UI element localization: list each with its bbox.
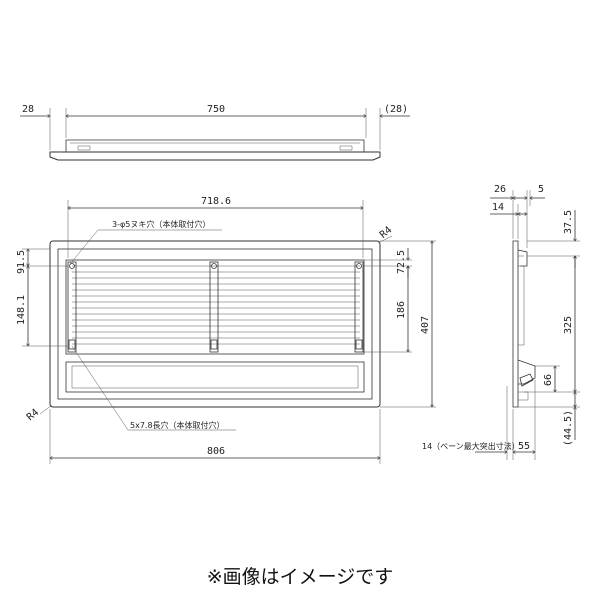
top-view: 28 750 (28) xyxy=(20,104,410,161)
front-dim-inner-width: 718.6 xyxy=(201,196,231,207)
front-dim-total-width: 806 xyxy=(207,446,225,457)
front-dim-height: 407 xyxy=(420,316,431,334)
side-dim-37-5: 37.5 xyxy=(563,210,574,234)
side-dim-14-note: 14（ベーン最大突出寸法） xyxy=(422,441,520,451)
image-caption: ※画像はイメージです xyxy=(206,566,394,588)
top-dim-width: 750 xyxy=(207,104,225,115)
louver-slats xyxy=(72,265,360,345)
side-dim-325: 325 xyxy=(563,316,574,334)
side-dim-66: 66 xyxy=(543,374,554,386)
side-dim-44-5: (44.5) xyxy=(563,410,574,446)
side-view: 26 5 14 37.5 325 66 (44.5) 14（ベーン最大突出寸法）… xyxy=(422,184,580,460)
front-dim-left-lower: 148.1 xyxy=(16,295,27,325)
side-dim-26: 26 xyxy=(494,184,506,195)
note-screw-holes: 3-φ5ヌキ穴（本体取付穴） xyxy=(112,219,210,229)
front-view: 718.6 3-φ5ヌキ穴（本体取付穴） 5x7.8長穴（本体取付穴） R4 R… xyxy=(16,196,436,464)
radius-top: R4 xyxy=(378,225,394,241)
radius-bottom: R4 xyxy=(25,407,41,423)
side-dim-14: 14 xyxy=(492,202,504,213)
side-dim-5: 5 xyxy=(538,184,544,195)
front-dim-left-upper: 91.5 xyxy=(16,250,27,274)
front-dim-right-small: 72.5 xyxy=(396,250,407,274)
front-dim-right-mid: 186 xyxy=(396,301,407,319)
top-dim-left: 28 xyxy=(22,104,34,115)
side-dim-55: 55 xyxy=(518,441,530,452)
top-dim-right: (28) xyxy=(384,104,408,115)
note-slots: 5x7.8長穴（本体取付穴） xyxy=(130,420,225,430)
